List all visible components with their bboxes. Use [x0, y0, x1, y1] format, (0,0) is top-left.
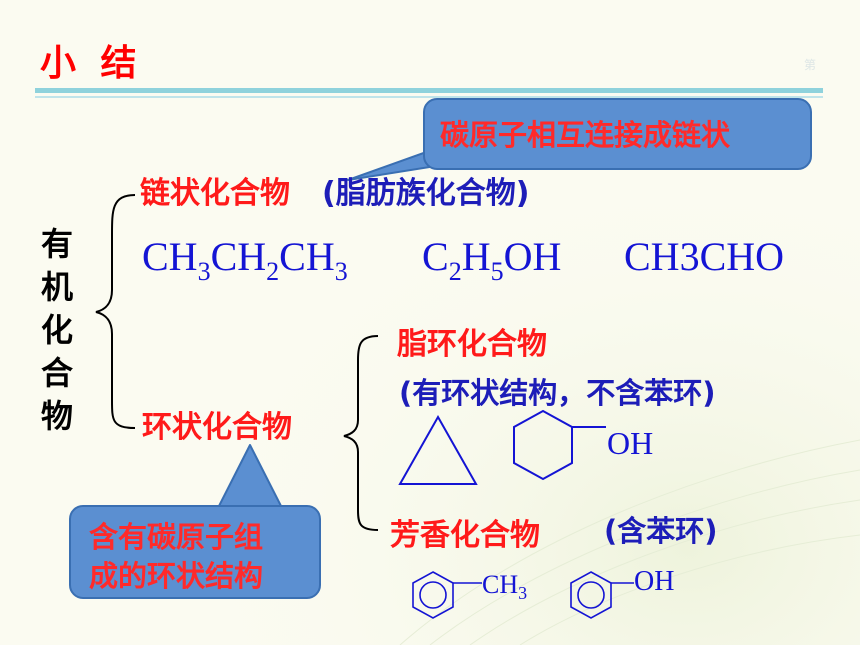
- title-underline-thin: [35, 96, 823, 98]
- page-number: 第: [803, 58, 816, 72]
- formula-propane: CH3CH2CH3: [142, 234, 348, 286]
- title-underline: [35, 88, 823, 93]
- cyclopropane-structure: [398, 414, 478, 485]
- alicyclic-label: 脂环化合物: [397, 327, 547, 362]
- toluene-structure: [412, 571, 482, 619]
- root-char-4: 合: [40, 354, 73, 392]
- cyclohexanol-oh: OH: [607, 425, 654, 461]
- formula-ethanol: C2H5OH: [422, 234, 562, 286]
- aromatic-note: (含苯环): [604, 514, 718, 548]
- root-char-2: 机: [40, 268, 73, 306]
- callout-chain-note: [423, 98, 812, 170]
- root-char-1: 有: [40, 225, 73, 263]
- callout-ring-text-2: 成的环状结构: [89, 559, 264, 593]
- root-char-5: 物: [40, 397, 73, 435]
- callout-ring-note: [69, 505, 321, 599]
- callout-chain-text: 碳原子相互连接成链状: [440, 118, 731, 152]
- chain-compound-label: 链状化合物: [140, 176, 290, 211]
- root-char-3: 化: [40, 311, 73, 349]
- callout-ring-text-1: 含有碳原子组: [89, 520, 264, 554]
- toluene-ch3: CH3: [482, 570, 528, 604]
- phenol-oh: OH: [634, 566, 675, 597]
- slide-title: 小 结: [40, 43, 143, 84]
- chain-compound-alias: (脂肪族化合物): [322, 176, 530, 211]
- root-label-organic: 有 机 化 合 物: [37, 223, 77, 438]
- aromatic-label: 芳香化合物: [390, 518, 540, 553]
- alicyclic-note: (有环状结构，不含苯环): [399, 376, 716, 410]
- formula-acetaldehyde: CH3CHO: [624, 234, 785, 279]
- cyclohexanol-structure: [513, 409, 606, 481]
- ring-compound-label: 环状化合物: [142, 410, 292, 445]
- phenol-structure: [570, 571, 634, 619]
